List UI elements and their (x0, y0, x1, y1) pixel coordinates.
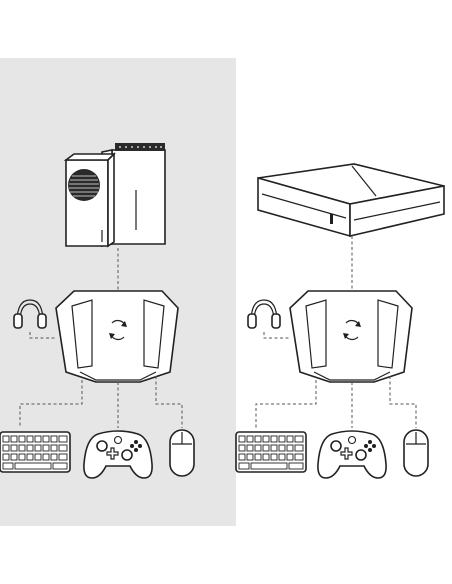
xbox-one-console-icon (257, 163, 445, 238)
controller-icon-right (317, 430, 387, 479)
headset-icon (13, 299, 47, 329)
hub-to-mouse-line (155, 376, 183, 428)
headset-to-hub-line-right (263, 332, 290, 339)
hub-to-keyboard-line-right (255, 380, 317, 428)
xbox-series-s-console-icon (63, 152, 116, 248)
right-scene (235, 163, 445, 479)
sync-arrows-icon-right (343, 319, 361, 341)
mouse-icon (169, 429, 195, 477)
hub-to-mouse-line-right (389, 376, 417, 428)
controller-icon (83, 430, 153, 479)
left-scene (0, 143, 195, 479)
keyboard-icon (0, 431, 71, 473)
sync-arrows-icon (109, 319, 127, 341)
headset-to-hub-line (29, 332, 56, 339)
headset-icon-right (247, 299, 281, 329)
adapter-hub-icon (55, 290, 179, 383)
hub-to-keyboard-line (19, 380, 83, 428)
adapter-hub-icon-right (289, 290, 413, 383)
keyboard-icon-right (235, 431, 307, 473)
mouse-icon-right (403, 429, 429, 477)
